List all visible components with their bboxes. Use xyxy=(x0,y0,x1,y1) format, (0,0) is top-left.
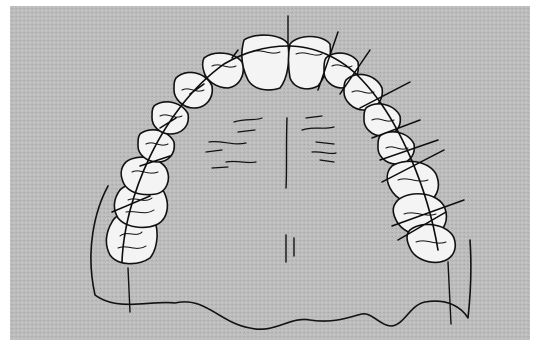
tooth-left-central-incisor xyxy=(242,35,289,90)
tooth-left-premolar-1 xyxy=(152,102,188,134)
tooth-left-molar-1 xyxy=(121,157,168,194)
